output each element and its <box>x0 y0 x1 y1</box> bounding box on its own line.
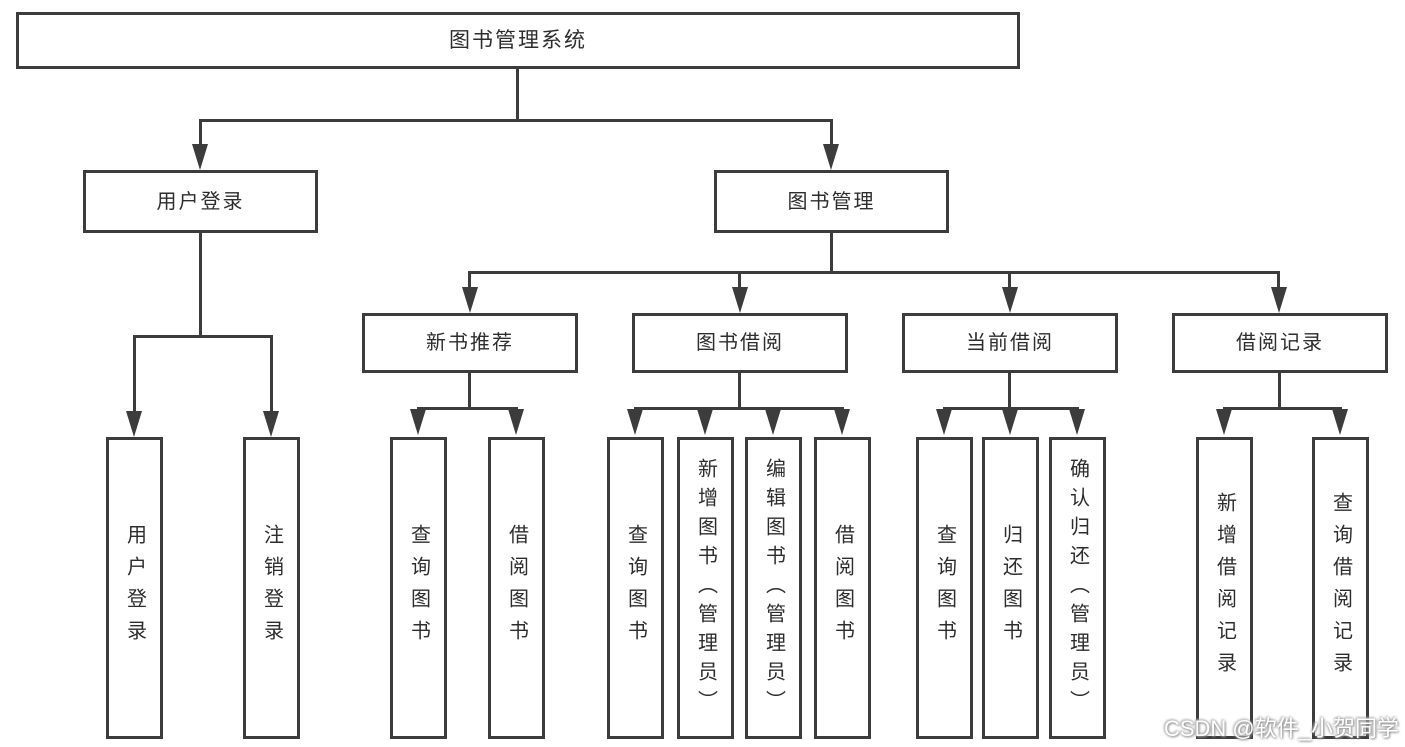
connector-user-login-stem <box>199 233 202 337</box>
csdn-watermark: CSDN @软件_小贺同学 <box>1163 716 1399 741</box>
connector-records-rail <box>1223 407 1342 410</box>
arrow-down-icon <box>823 144 839 170</box>
connector-current-stem <box>1008 373 1011 410</box>
node-new-book-recommendation: 新书推荐 <box>362 313 578 373</box>
connector-leaf-drop <box>133 335 136 413</box>
connector-level3-drop <box>1277 271 1280 289</box>
leaf-logout: 注销登录 <box>243 437 300 739</box>
arrow-down-icon <box>462 287 478 313</box>
leaf-borrow-books-borrowing: 借阅图书 <box>814 437 871 739</box>
arrow-down-icon <box>1216 409 1232 435</box>
connector-leaf-drop <box>270 335 273 413</box>
node-book-management: 图书管理 <box>714 170 949 233</box>
leaf-user-login: 用户登录 <box>106 437 163 739</box>
leaf-return-books: 归还图书 <box>982 437 1039 739</box>
connector-borrowing-stem <box>738 373 741 410</box>
connector-book-management-stem <box>830 233 833 274</box>
leaf-label: 新增图书（管理员） <box>694 457 717 719</box>
arrow-down-icon <box>1002 287 1018 313</box>
leaf-label: 归还图书 <box>999 524 1022 652</box>
leaf-label: 新增借阅记录 <box>1213 492 1236 684</box>
leaf-edit-books-admin: 编辑图书（管理员） <box>745 437 802 739</box>
arrow-down-icon <box>765 409 781 435</box>
connector-level3-drop <box>1008 271 1011 289</box>
connector-user-login-drop <box>199 119 202 147</box>
arrow-down-icon <box>126 411 142 437</box>
leaf-label: 借阅图书 <box>505 524 528 652</box>
node-book-borrowing: 图书借阅 <box>632 313 848 373</box>
connector-recommendation-rail <box>417 407 518 410</box>
arrow-down-icon <box>627 409 643 435</box>
connector-recommendation-stem <box>468 373 471 410</box>
arrow-down-icon <box>508 409 524 435</box>
leaf-query-books-borrowing: 查询图书 <box>607 437 664 739</box>
node-user-login: 用户登录 <box>83 170 318 233</box>
arrow-down-icon <box>834 409 850 435</box>
node-label: 借阅记录 <box>1236 332 1324 354</box>
leaf-confirm-return-admin: 确认归还（管理员） <box>1049 437 1106 739</box>
arrow-down-icon <box>1271 287 1287 313</box>
leaf-query-borrow-record: 查询借阅记录 <box>1312 437 1369 739</box>
leaf-label: 查询借阅记录 <box>1329 492 1352 684</box>
arrow-down-icon <box>410 409 426 435</box>
node-current-borrowing: 当前借阅 <box>902 313 1118 373</box>
connector-borrowing-rail <box>634 407 844 410</box>
leaf-label: 借阅图书 <box>831 524 854 652</box>
leaf-add-borrow-record: 新增借阅记录 <box>1196 437 1253 739</box>
connector-root-stem <box>516 69 519 121</box>
arrow-down-icon <box>936 409 952 435</box>
leaf-label: 编辑图书（管理员） <box>762 457 785 719</box>
leaf-query-books-current: 查询图书 <box>916 437 973 739</box>
leaf-borrow-books-recommend: 借阅图书 <box>488 437 545 739</box>
leaf-label: 查询图书 <box>624 524 647 652</box>
node-label: 当前借阅 <box>966 332 1054 354</box>
arrow-down-icon <box>1069 409 1085 435</box>
connector-current-rail <box>943 407 1079 410</box>
leaf-label: 查询图书 <box>407 524 430 652</box>
leaf-label: 确认归还（管理员） <box>1066 457 1089 719</box>
connector-records-stem <box>1278 373 1281 410</box>
node-borrowing-records: 借阅记录 <box>1172 313 1388 373</box>
connector-root-rail <box>199 119 833 122</box>
arrow-down-icon <box>1332 409 1348 435</box>
arrow-down-icon <box>732 287 748 313</box>
leaf-query-books-recommend: 查询图书 <box>390 437 447 739</box>
node-label: 用户登录 <box>156 190 245 213</box>
connector-book-management-drop <box>830 119 833 147</box>
connector-level3-drop <box>468 271 471 289</box>
arrow-down-icon <box>697 409 713 435</box>
leaf-label: 注销登录 <box>260 524 283 652</box>
leaf-label: 用户登录 <box>123 524 146 652</box>
node-label: 图书管理 <box>787 190 876 213</box>
connector-user-login-rail <box>133 335 273 338</box>
node-label: 图书管理系统 <box>449 28 587 52</box>
arrow-down-icon <box>1002 409 1018 435</box>
leaf-add-books-admin: 新增图书（管理员） <box>677 437 734 739</box>
node-label: 新书推荐 <box>426 332 514 354</box>
arrow-down-icon <box>263 411 279 437</box>
leaf-label: 查询图书 <box>933 524 956 652</box>
node-label: 图书借阅 <box>696 332 784 354</box>
connector-book-management-rail <box>468 271 1280 274</box>
node-library-management-system: 图书管理系统 <box>16 12 1020 69</box>
arrow-down-icon <box>192 144 208 170</box>
connector-level3-drop <box>738 271 741 289</box>
